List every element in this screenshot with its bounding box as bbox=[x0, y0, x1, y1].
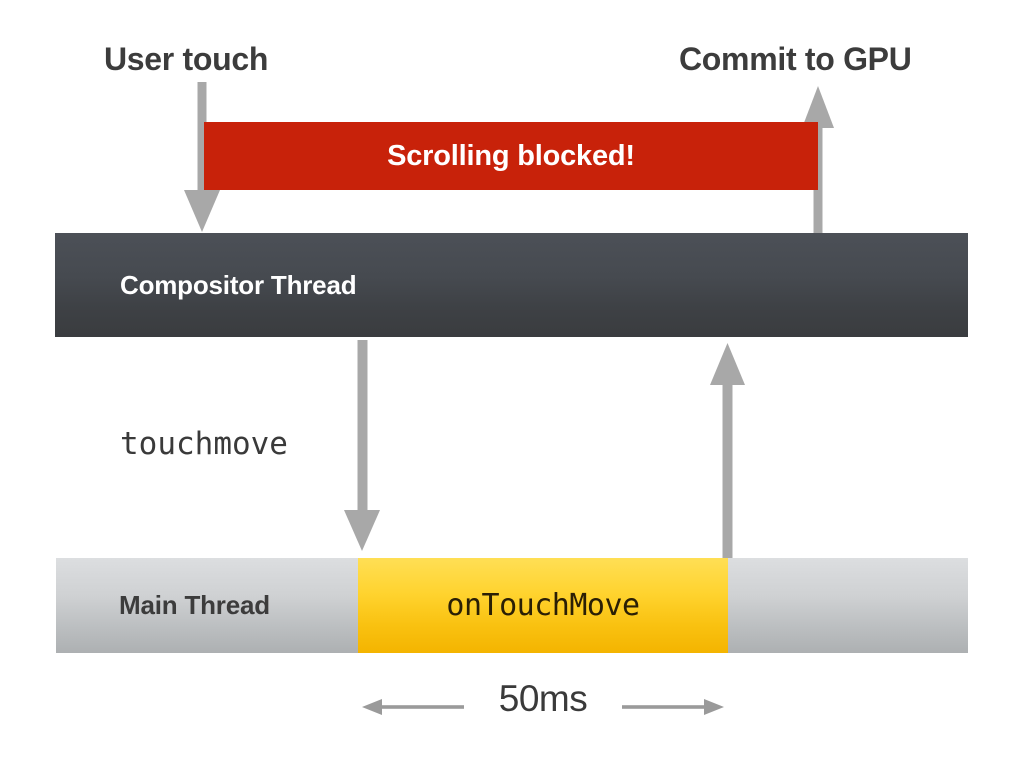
duration-measure-arrows-icon bbox=[362, 699, 724, 715]
main-thread-label: Main Thread bbox=[119, 590, 270, 620]
ontouchmove-handler-block: onTouchMove bbox=[358, 558, 728, 653]
scrolling-blocked-bar: Scrolling blocked! bbox=[204, 122, 818, 190]
compositor-thread-bar: Compositor Thread bbox=[55, 233, 968, 337]
duration-measure: 50ms bbox=[358, 678, 728, 734]
compositor-thread-label: Compositor Thread bbox=[120, 269, 357, 300]
arrow-handler-return-up-icon bbox=[708, 343, 748, 559]
duration-measure-label: 50ms bbox=[498, 678, 588, 719]
label-commit-to-gpu: Commit to GPU bbox=[679, 41, 912, 77]
ontouchmove-handler-label: onTouchMove bbox=[446, 588, 640, 623]
touchmove-event-label: touchmove bbox=[120, 426, 288, 462]
arrow-touchmove-down-icon bbox=[342, 340, 382, 552]
arrow-commit-to-gpu-up-icon bbox=[801, 86, 835, 234]
scrolling-blocked-label: Scrolling blocked! bbox=[387, 139, 635, 172]
label-user-touch: User touch bbox=[104, 41, 269, 77]
arrow-user-touch-down-icon bbox=[182, 82, 222, 234]
